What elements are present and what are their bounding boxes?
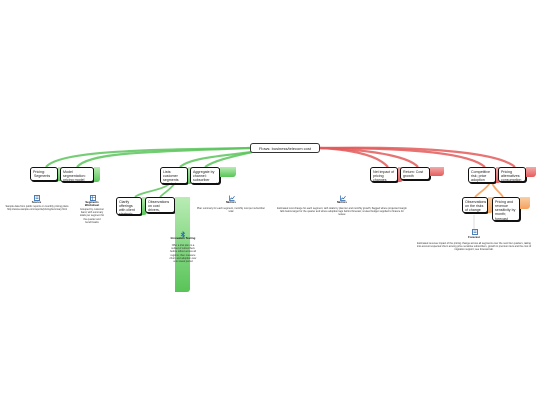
topic-o1[interactable]: Observations on the risks of change xyxy=(462,197,488,213)
bluetooth-icon[interactable] xyxy=(179,230,186,238)
topic-g1[interactable]: Pricing: Segments xyxy=(30,167,58,181)
topic-r4-tag xyxy=(526,167,536,177)
topic-r4[interactable]: Pricing alternatives: consumption model xyxy=(498,167,526,182)
topic-g4[interactable]: Aggregate by channel: subscriber bands g… xyxy=(190,167,220,184)
topic-r1-label: Net impact of pricing changes across seg… xyxy=(373,169,395,182)
note-n5-title: Metrics xyxy=(337,200,347,204)
chart-icon[interactable] xyxy=(339,195,346,201)
topic-o1-label: Observations on the risks of change xyxy=(465,199,487,213)
topic-r4-label: Pricing alternatives: consumption model xyxy=(501,169,522,182)
connector-r3-o1 xyxy=(474,182,491,198)
topic-g5[interactable]: Clarify offerings with client strategic … xyxy=(116,197,142,215)
connector-root-g1 xyxy=(45,146,251,168)
note-n6-text: Estimated revenue impact of the pricing … xyxy=(416,242,532,252)
topic-g3-label: Lists: customer segments targeted; marke… xyxy=(163,169,179,184)
connector-g3-g6 xyxy=(159,182,176,198)
connector-root-g4 xyxy=(204,150,253,168)
spreadsheet-icon[interactable] xyxy=(89,195,96,201)
note-n3-title: Innovation Testing xyxy=(170,236,196,240)
note-n2-title: Segments Worksheet xyxy=(84,200,100,208)
topic-r2-label: Return: Cost growth summary xyxy=(403,169,424,180)
topic-r1[interactable]: Net impact of pricing changes across seg… xyxy=(370,167,398,182)
topic-g2[interactable]: Model segmentation: pricing model overvi… xyxy=(60,167,94,182)
topic-o1-tag xyxy=(488,197,493,213)
topic-g2-tag xyxy=(94,167,100,182)
connector-g3-g5 xyxy=(134,182,171,198)
root-topic[interactable]: Flows: business/telecom cost xyxy=(250,143,320,153)
document-icon[interactable] xyxy=(33,195,40,201)
topic-g5-tag xyxy=(142,197,147,215)
topic-g6-label: Observations on cost drivers, alternativ… xyxy=(148,199,170,213)
topic-g4-tag xyxy=(220,167,236,177)
note-n4-text: Plan summary for each segment, monthly c… xyxy=(197,207,265,214)
note-n1-title: Source xyxy=(31,200,42,204)
topic-r2[interactable]: Return: Cost growth summary xyxy=(400,167,430,180)
note-n1-text: Sample data from public reports on month… xyxy=(5,205,69,212)
note-n6-title: Forecast xyxy=(468,235,480,239)
note-n2-text: Grouped by customer band, with summary t… xyxy=(79,208,105,224)
topic-g2-label: Model segmentation: pricing model overvi… xyxy=(63,169,86,182)
topic-g3[interactable]: Lists: customer segments targeted; marke… xyxy=(160,167,188,184)
note-n5-text: Estimated cost change for each segment, … xyxy=(277,207,407,217)
connector-root-r4 xyxy=(319,146,516,168)
chart-icon[interactable] xyxy=(228,195,235,201)
topic-g4-label: Aggregate by channel: subscriber bands g… xyxy=(193,169,217,184)
topic-o2-label: Pricing and revenue sensitivity by month… xyxy=(495,199,516,221)
topic-r2-tag xyxy=(430,167,444,176)
document-icon[interactable] xyxy=(471,229,478,235)
topic-g5-label: Clarify offerings with client strategic … xyxy=(119,199,135,215)
topic-r3[interactable]: Competitive risk; price adoption model m… xyxy=(468,167,496,183)
connector-root-g2 xyxy=(76,146,251,168)
topic-g6[interactable]: Observations on cost drivers, alternativ… xyxy=(145,197,175,213)
connector-r3-o2 xyxy=(491,182,504,198)
topic-o2-tag xyxy=(520,197,530,209)
topic-r3-label: Competitive risk; price adoption model m… xyxy=(471,169,490,183)
topic-o2[interactable]: Pricing and revenue sensitivity by month… xyxy=(492,197,520,221)
topic-g1-label: Pricing: Segments xyxy=(33,169,51,178)
note-n4-title: Metrics xyxy=(226,200,236,204)
note-n3-text: Offer a trial plan to a subset of subscr… xyxy=(169,244,197,264)
topic-g6-tag xyxy=(175,197,190,292)
